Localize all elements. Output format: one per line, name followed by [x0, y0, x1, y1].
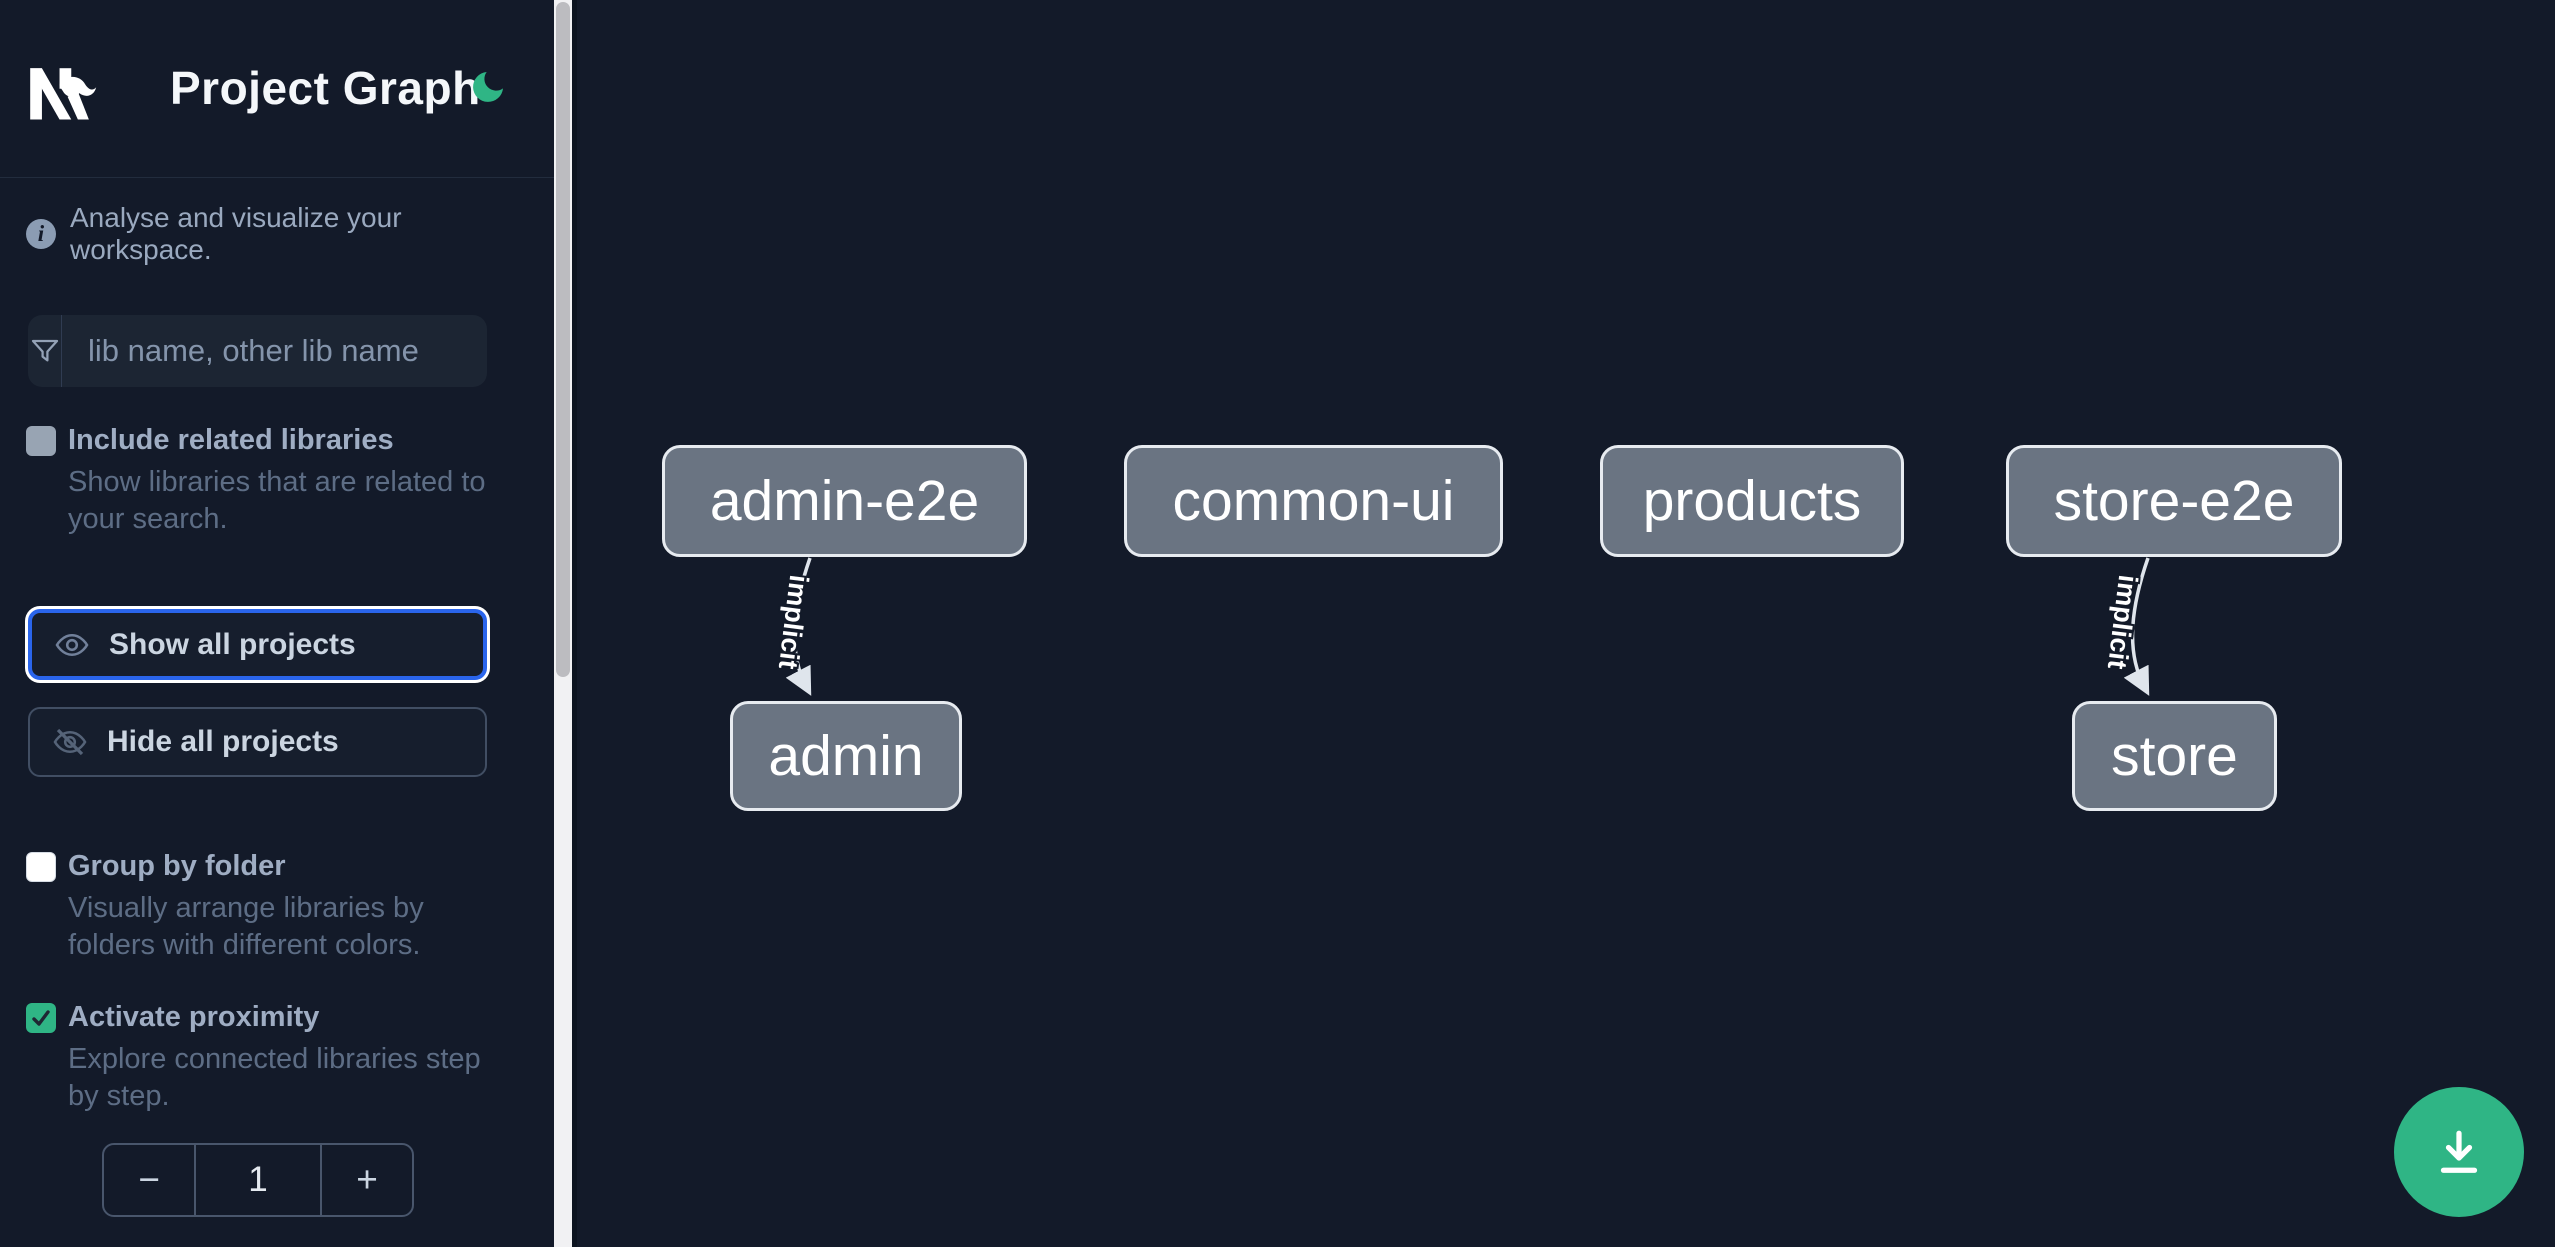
group-by-folder-description: Visually arrange libraries by folders wi… — [68, 892, 424, 961]
info-icon: i — [26, 219, 56, 249]
activate-proximity-checkbox[interactable] — [26, 1003, 56, 1033]
graph-canvas[interactable] — [572, 0, 2555, 1247]
filter-box — [28, 315, 487, 387]
info-text: Analyse and visualize your workspace. — [70, 202, 402, 265]
graph-node-admin-e2e[interactable]: admin-e2e — [662, 445, 1027, 557]
download-icon — [2440, 1130, 2478, 1173]
eye-off-icon — [53, 728, 87, 756]
proximity-depth-stepper: − 1 + — [102, 1143, 414, 1217]
include-related-description: Show libraries that are related to your … — [68, 466, 486, 535]
show-all-projects-label: Show all projects — [109, 627, 356, 661]
group-by-folder-row: Group by folder Visually arrange librari… — [26, 850, 496, 964]
hide-all-projects-label: Hide all projects — [107, 725, 339, 758]
workspace-info: i Analyse and visualize your workspace. — [26, 202, 526, 266]
proximity-depth-value[interactable]: 1 — [248, 1160, 268, 1199]
graph-node-common-ui[interactable]: common-ui — [1124, 445, 1503, 557]
nx-logo — [30, 68, 97, 120]
group-by-folder-checkbox[interactable] — [26, 852, 56, 882]
search-input[interactable] — [62, 315, 487, 387]
sidebar-header: Project Graph — [0, 0, 554, 178]
group-by-folder-label: Group by folder — [68, 850, 286, 882]
theme-toggle-button[interactable] — [462, 62, 514, 114]
eye-icon — [55, 633, 89, 656]
include-related-row: Include related libraries Show libraries… — [26, 424, 496, 538]
page-title: Project Graph — [170, 62, 481, 114]
graph-node-store-e2e[interactable]: store-e2e — [2006, 445, 2342, 557]
hide-all-projects-button[interactable]: Hide all projects — [28, 707, 487, 777]
increment-button[interactable]: + — [320, 1145, 412, 1215]
graph-node-admin[interactable]: admin — [730, 701, 962, 811]
graph-node-products[interactable]: products — [1600, 445, 1904, 557]
sidebar-scrollbar-thumb[interactable] — [556, 2, 570, 677]
sidebar-scrollbar-track[interactable] — [554, 0, 572, 1247]
check-icon — [32, 1010, 50, 1026]
filter-icon — [28, 315, 62, 387]
moon-icon — [473, 71, 503, 102]
activate-proximity-description: Explore connected libraries step by step… — [68, 1043, 481, 1112]
download-graph-button[interactable] — [2394, 1087, 2524, 1217]
decrement-button[interactable]: − — [104, 1145, 196, 1215]
include-related-label: Include related libraries — [68, 424, 394, 456]
show-all-projects-button[interactable]: Show all projects — [28, 609, 487, 680]
activate-proximity-row: Activate proximity Explore connected lib… — [26, 1001, 496, 1115]
include-related-checkbox[interactable] — [26, 426, 56, 456]
graph-node-store[interactable]: store — [2072, 701, 2277, 811]
sidebar: Project Graph i Analyse and visualize yo… — [0, 0, 554, 1247]
activate-proximity-label: Activate proximity — [68, 1001, 320, 1033]
